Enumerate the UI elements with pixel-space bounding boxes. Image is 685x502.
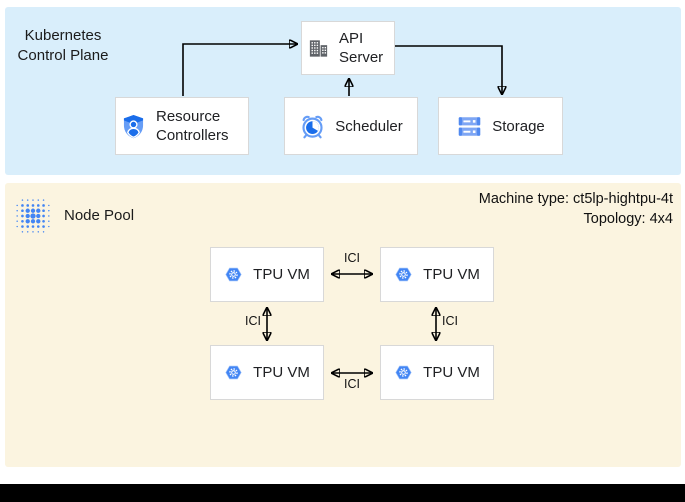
api-server-box: API Server [301,21,395,75]
tpu-vm-label: TPU VM [423,266,480,283]
gke-hexagon-gear-icon [394,265,413,284]
topology-text: Topology: 4x4 [583,211,673,227]
ici-label-left: ICI [245,314,261,328]
machine-type-text: Machine type: ct5lp-hightpu-4t [478,191,673,207]
tpu-vm-label: TPU VM [253,266,310,283]
ici-label-top: ICI [344,251,360,265]
gke-hexagon-gear-icon [394,363,413,382]
node-pool-title: Node Pool [64,207,135,224]
tpu-vm-box-top-left: TPU VM [210,247,324,302]
scheduler-box: Scheduler [284,97,418,155]
shield-person-icon [120,113,147,140]
tpu-vm-label: TPU VM [253,364,310,381]
scheduler-label: Scheduler [335,117,403,135]
storage-disks-icon [456,113,483,140]
tpu-vm-box-top-right: TPU VM [380,247,494,302]
ici-label-right: ICI [442,314,458,328]
resource-controllers-box: Resource Controllers [115,97,249,155]
tpu-vm-label: TPU VM [423,364,480,381]
ici-label-bottom: ICI [344,377,360,391]
api-server-label: API Server [339,30,384,66]
building-icon [307,37,330,60]
bottom-window-edge [0,484,685,502]
control-plane-title: Kubernetes Control Plane [17,27,109,64]
gke-hexagon-gear-icon [224,265,243,284]
alarm-clock-icon [299,113,326,140]
resource-controllers-label: Resource Controllers [156,108,229,144]
storage-label: Storage [492,117,545,135]
storage-box: Storage [438,97,563,155]
gke-hexagon-gear-icon [224,363,243,382]
node-pool-metadata: Machine type: ct5lp-hightpu-4t Topology:… [353,189,673,229]
tpu-vm-box-bottom-left: TPU VM [210,345,324,400]
node-pool-panel [5,183,681,467]
tpu-vm-box-bottom-right: TPU VM [380,345,494,400]
dot-grid-icon [14,197,52,235]
